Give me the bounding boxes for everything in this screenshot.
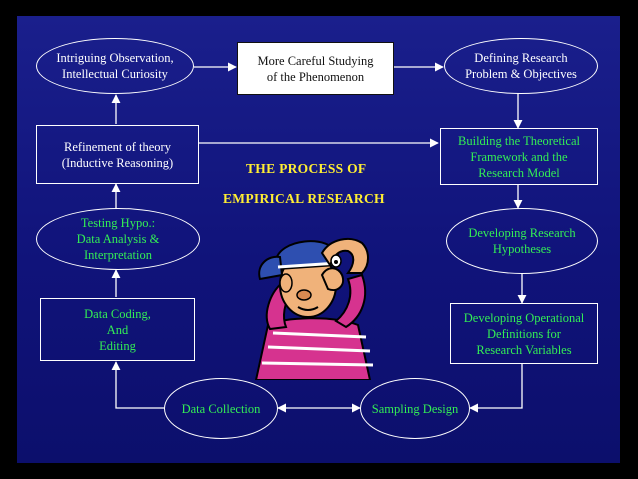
step-careful-line2: of the Phenomenon (266, 69, 365, 84)
step-intriguing-line2: Intellectual Curiosity (62, 67, 168, 81)
step-hypotheses-line1: Developing Research (468, 226, 576, 240)
arrow-operational-to-sampling (469, 364, 523, 413)
cartoon-thinker-illustration (254, 237, 374, 380)
step-hypotheses-line2: Hypotheses (492, 242, 552, 256)
step-intriguing-observation: Intriguing Observation, Intellectual Cur… (36, 38, 194, 94)
step-sampling-label: Sampling Design (371, 401, 459, 416)
step-building-framework: Building the Theoretical Framework and t… (440, 128, 598, 185)
step-building-line1: Building the Theoretical (458, 133, 580, 148)
step-careful-line1: More Careful Studying (257, 53, 374, 68)
step-defining-line1: Defining Research (474, 51, 568, 65)
step-testing-line1: Testing Hypo.: (80, 216, 156, 230)
step-refinement-theory: Refinement of theory (Inductive Reasonin… (36, 125, 199, 184)
step-data-coding: Data Coding, And Editing (40, 298, 195, 361)
step-testing-hypotheses: Testing Hypo.: Data Analysis & Interpret… (36, 208, 200, 270)
head-shape (279, 252, 337, 318)
step-refinement-line2: (Inductive Reasoning) (61, 155, 174, 170)
diagram-title-line1: THE PROCESS OF (246, 161, 367, 176)
step-operational-line2: Definitions for (487, 326, 561, 341)
step-defining-problem: Defining Research Problem & Objectives (444, 38, 598, 94)
step-data-collection: Data Collection (164, 378, 278, 439)
step-coding-line1: Data Coding, (84, 306, 151, 321)
step-testing-line3: Interpretation (83, 248, 152, 262)
step-coding-line3: Editing (99, 338, 136, 353)
step-operational-definitions: Developing Operational Definitions for R… (450, 303, 598, 364)
arm-right-shape (334, 273, 367, 329)
step-collection-label: Data Collection (181, 401, 261, 416)
arrow-collection-to-coding (111, 361, 164, 409)
hands-frame-shape (320, 237, 369, 291)
step-refinement-line1: Refinement of theory (64, 139, 171, 154)
step-sampling-design: Sampling Design (360, 378, 470, 439)
step-operational-line3: Research Variables (476, 342, 572, 357)
step-developing-hypotheses: Developing Research Hypotheses (446, 208, 598, 274)
step-intriguing-line1: Intriguing Observation, (56, 51, 174, 65)
step-coding-line2: And (106, 322, 129, 337)
step-defining-line2: Problem & Objectives (465, 67, 577, 81)
diagram-title-line2: EMPIRICAL RESEARCH (223, 191, 385, 206)
step-operational-line1: Developing Operational (463, 310, 585, 325)
step-testing-line2: Data Analysis & (76, 232, 160, 246)
step-building-line2: Framework and the (470, 149, 568, 164)
step-building-line3: Research Model (478, 165, 560, 180)
step-careful-studying: More Careful Studying of the Phenomenon (237, 42, 394, 95)
